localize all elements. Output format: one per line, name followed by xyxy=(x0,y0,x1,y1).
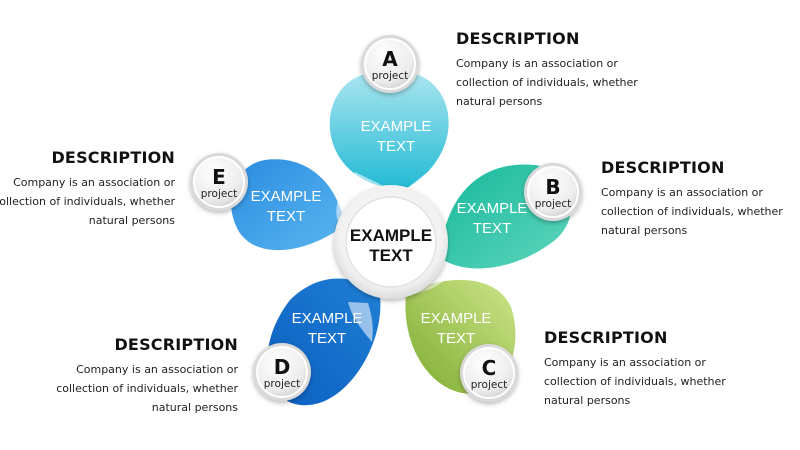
description-e-title: DESCRIPTION xyxy=(51,148,175,167)
description-d-line-3: natural persons xyxy=(151,401,238,414)
petal-e-label-line2: TEXT xyxy=(267,208,305,225)
description-c-title: DESCRIPTION xyxy=(544,328,668,347)
description-e-line-1: Company is an association or xyxy=(13,176,175,189)
petal-b-label-line1: EXAMPLE xyxy=(457,200,528,217)
description-e-text: Company is an association or collection … xyxy=(0,173,175,230)
badge-a-disc xyxy=(364,38,416,90)
badge-c-disc xyxy=(463,347,515,399)
petal-overlap-2 xyxy=(402,170,445,215)
badge-a-letter: A xyxy=(382,47,398,71)
description-d-text: Company is an association or collection … xyxy=(0,360,238,417)
petal-label-layer: EXAMPLETEXTEXAMPLETEXTEXAMPLETEXTEXAMPLE… xyxy=(251,118,528,347)
description-b: DESCRIPTION Company is an association or… xyxy=(601,158,800,240)
badge-b-sub: project xyxy=(535,198,571,210)
badge-e-disc xyxy=(193,156,245,208)
description-a-line-3: natural persons xyxy=(456,95,543,108)
description-a-text: Company is an association or collection … xyxy=(456,54,696,111)
badge-d-disc xyxy=(256,346,308,398)
badge-b-disc xyxy=(527,166,579,218)
petal-a-label-line1: EXAMPLE xyxy=(361,118,432,135)
center-label-line2: TEXT xyxy=(369,246,413,265)
petal-c-label-line1: EXAMPLE xyxy=(421,310,492,327)
petal-d-label-line2: TEXT xyxy=(308,330,346,347)
petal-e xyxy=(231,159,345,251)
petal-a-label-line2: TEXT xyxy=(377,138,415,155)
description-c-text: Company is an association or collection … xyxy=(544,353,784,410)
description-b-line-3: natural persons xyxy=(601,224,688,237)
badge-d-sub: project xyxy=(264,378,300,390)
description-e-line-3: natural persons xyxy=(88,214,175,227)
description-e-line-2: collection of individuals, whether xyxy=(0,195,175,208)
description-d-line-1: Company is an association or xyxy=(76,363,238,376)
description-c-line-3: natural persons xyxy=(544,394,631,407)
description-e: DESCRIPTION Company is an association or… xyxy=(0,148,175,230)
petal-overlap-5 xyxy=(296,236,338,261)
center-hub-inner-disc xyxy=(345,196,437,288)
badge-c-sub: project xyxy=(471,379,507,391)
badge-d-letter: D xyxy=(274,355,291,379)
petal-b-label-line2: TEXT xyxy=(473,220,511,237)
description-a-line-2: collection of individuals, whether xyxy=(456,76,638,89)
center-label-line1: EXAMPLE xyxy=(350,226,432,245)
petal-d-label-line1: EXAMPLE xyxy=(292,310,363,327)
description-b-line-1: Company is an association or xyxy=(601,186,763,199)
description-b-text: Company is an association or collection … xyxy=(601,183,800,240)
description-a-line-1: Company is an association or xyxy=(456,57,618,70)
petal-e-label-line1: EXAMPLE xyxy=(251,188,322,205)
description-d-line-2: collection of individuals, whether xyxy=(56,382,238,395)
center-hub: EXAMPLE TEXT xyxy=(334,185,448,299)
petal-c-label-line2: TEXT xyxy=(437,330,475,347)
description-d: DESCRIPTION Company is an association or… xyxy=(0,335,238,417)
badge-e-sub: project xyxy=(201,188,237,200)
description-c-line-2: collection of individuals, whether xyxy=(544,375,726,388)
description-c-line-1: Company is an association or xyxy=(544,356,706,369)
description-c: DESCRIPTION Company is an association or… xyxy=(544,328,784,410)
description-b-line-2: collection of individuals, whether xyxy=(601,205,783,218)
badge-a-sub: project xyxy=(372,70,408,82)
description-a-title: DESCRIPTION xyxy=(456,29,580,48)
badge-b-letter: B xyxy=(545,175,560,199)
description-d-title: DESCRIPTION xyxy=(114,335,238,354)
petal-overlap-4 xyxy=(348,302,373,342)
badge-c-letter: C xyxy=(482,356,497,380)
badge-e-letter: E xyxy=(212,165,226,189)
description-b-title: DESCRIPTION xyxy=(601,158,725,177)
description-a: DESCRIPTION Company is an association or… xyxy=(456,29,696,111)
petal-a xyxy=(329,69,449,192)
